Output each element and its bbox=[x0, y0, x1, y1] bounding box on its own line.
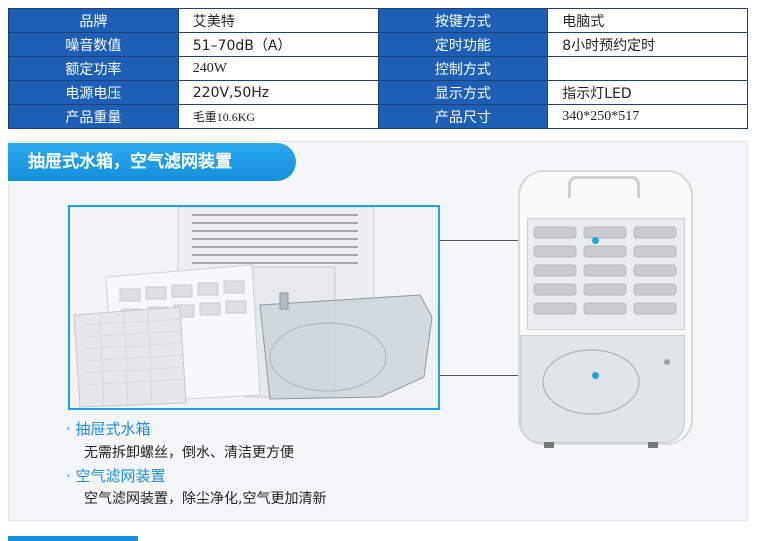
spec-value-timer: 8小时预约定时 bbox=[547, 32, 748, 57]
spec-value-power: 240W bbox=[177, 56, 379, 81]
spec-row-voltage: 电源电压 220V,50Hz 显示方式 指示灯LED bbox=[8, 80, 748, 105]
handle-icon bbox=[568, 176, 640, 198]
spec-label-weight: 产品重量 bbox=[8, 104, 179, 129]
connector-line-tank bbox=[440, 375, 595, 376]
tank-detail bbox=[542, 349, 670, 415]
spec-label-timer: 定时功能 bbox=[377, 32, 549, 57]
spec-row-weight: 产品重量 毛重10.6KG 产品尺寸 340*250*517 bbox=[8, 104, 748, 129]
spec-label-display: 显示方式 bbox=[377, 80, 549, 105]
spec-value-size: 340*250*517 bbox=[547, 104, 748, 129]
spec-row-power: 额定功率 240W 控制方式 bbox=[8, 56, 748, 81]
water-tank bbox=[520, 335, 685, 443]
pointer-dot-tank bbox=[592, 372, 599, 379]
device-foot-right bbox=[648, 442, 658, 448]
spec-row-noise: 噪音数值 51–70dB（A） 定时功能 8小时预约定时 bbox=[8, 32, 748, 57]
bottom-accent-bar bbox=[8, 536, 138, 541]
spec-label-buttons: 按键方式 bbox=[377, 8, 549, 33]
spec-value-display: 指示灯LED bbox=[547, 80, 748, 105]
spec-label-size: 产品尺寸 bbox=[377, 104, 549, 129]
grille-slots bbox=[533, 226, 677, 315]
spec-label-voltage: 电源电压 bbox=[8, 80, 179, 105]
pointer-dot-filter bbox=[592, 237, 599, 244]
inset-photo bbox=[68, 205, 440, 410]
spec-value-voltage: 220V,50Hz bbox=[177, 80, 379, 105]
section-title: 抽屉式水箱，空气滤网装置 bbox=[8, 143, 296, 181]
feature-title-tank: · 抽屉式水箱 bbox=[66, 420, 151, 438]
device-foot-left bbox=[544, 442, 554, 448]
spec-row-brand: 品牌 艾美特 按键方式 电脑式 bbox=[8, 8, 748, 33]
spec-label-brand: 品牌 bbox=[8, 8, 179, 33]
connector-line-filter bbox=[440, 240, 595, 241]
spec-value-noise: 51–70dB（A） bbox=[177, 32, 379, 57]
spec-label-control: 控制方式 bbox=[377, 56, 549, 81]
feature-desc-tank: 无需拆卸螺丝，倒水、清洁更方便 bbox=[84, 445, 294, 461]
spec-value-buttons: 电脑式 bbox=[547, 8, 748, 33]
drawer-tank-illustration bbox=[70, 207, 438, 408]
spec-label-power: 额定功率 bbox=[8, 56, 179, 81]
spec-label-noise: 噪音数值 bbox=[8, 32, 179, 57]
feature-desc-filter: 空气滤网装置，除尘净化,空气更加清新 bbox=[84, 491, 327, 507]
feature-title-filter: · 空气滤网装置 bbox=[66, 467, 166, 485]
filter-grille bbox=[527, 218, 685, 330]
spec-value-brand: 艾美特 bbox=[177, 8, 379, 33]
spec-table: 品牌 艾美特 按键方式 电脑式 噪音数值 51–70dB（A） 定时功能 8小时… bbox=[8, 8, 748, 129]
spec-value-weight: 毛重10.6KG bbox=[177, 104, 379, 129]
spec-value-control bbox=[547, 56, 748, 81]
